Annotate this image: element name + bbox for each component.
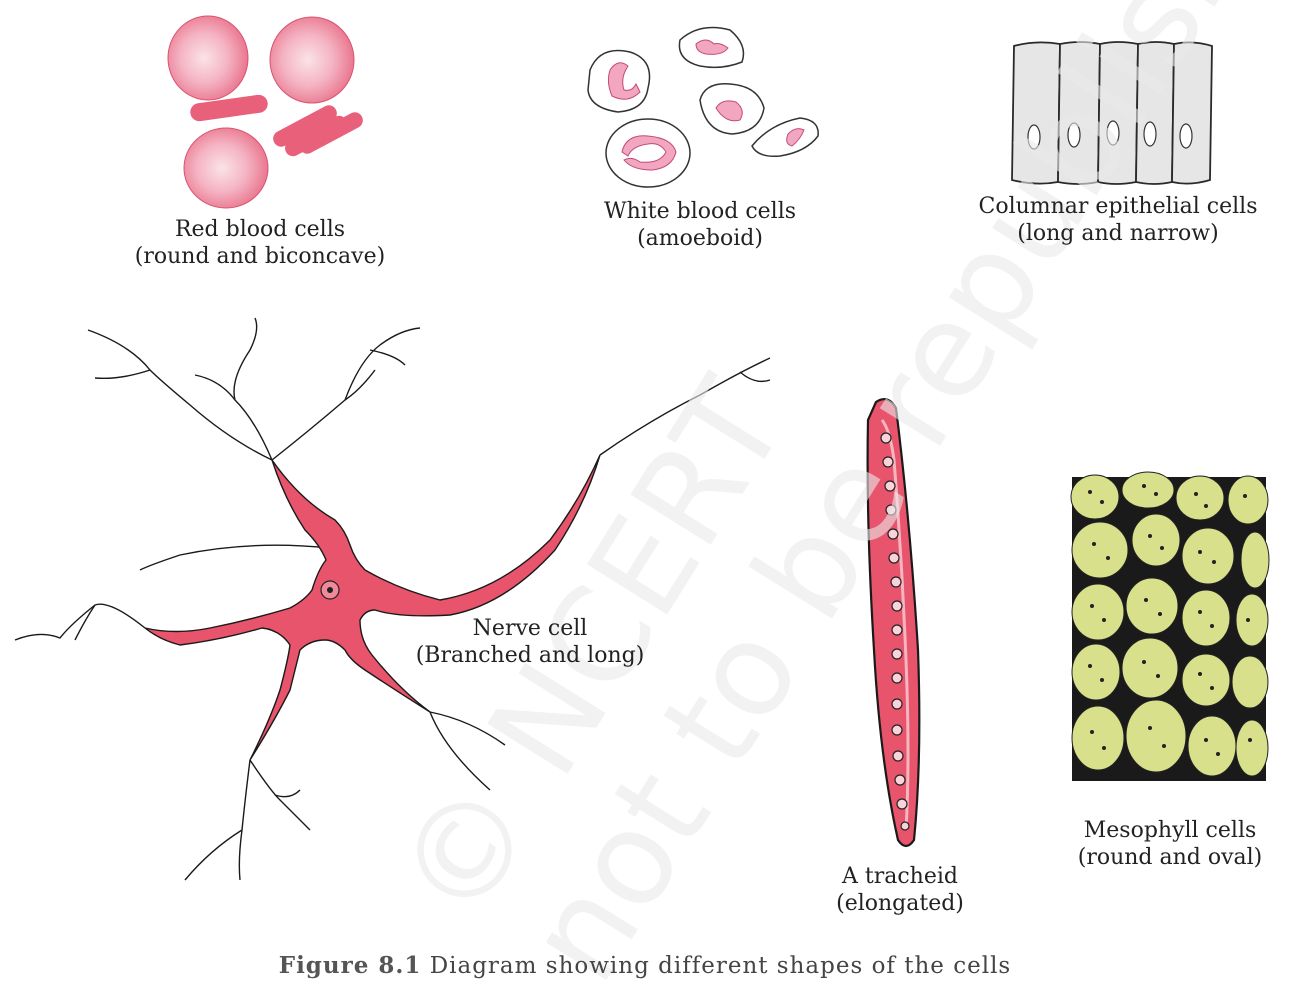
label-title: Red blood cells [174, 217, 346, 242]
wbc-nucleus [621, 135, 677, 171]
columnar-nucleus [1143, 121, 1157, 147]
label-subtitle: (amoeboid) [637, 226, 763, 251]
white-blood-cells-illustration [587, 26, 819, 188]
tracheid-cell [866, 397, 921, 848]
mesophyll-illustration [1070, 471, 1270, 781]
columnar-cell [1011, 41, 1061, 185]
columnar-nucleus [1179, 123, 1193, 149]
label-title: Columnar epithelial cells [978, 194, 1258, 219]
label-subtitle: (round and oval) [1077, 845, 1263, 870]
label-subtitle: (Branched and long) [415, 643, 645, 668]
nerve-cell-illustration [14, 317, 771, 881]
rbc-side-view [273, 105, 337, 147]
rbc-disc [269, 16, 355, 104]
wbc-nucleus [715, 100, 743, 122]
columnar-cell [1135, 41, 1175, 185]
label-subtitle: (long and narrow) [1017, 221, 1219, 246]
tracheid-illustration [866, 397, 921, 848]
figure-number: Figure 8.1 [278, 952, 422, 979]
red-blood-cells-label: Red blood cells (round and biconcave) [95, 216, 425, 270]
white-blood-cells-label: White blood cells (amoeboid) [560, 198, 840, 252]
wbc-cell [751, 117, 819, 158]
columnar-cell [1057, 41, 1101, 185]
wbc-cell [605, 118, 691, 188]
nerve-cell-body [144, 454, 601, 761]
red-blood-cells-illustration [167, 15, 363, 209]
columnar-epithelial-illustration [1011, 41, 1213, 185]
mesophyll-label: Mesophyll cells (round and oval) [1050, 817, 1290, 871]
columnar-cell [1171, 41, 1213, 185]
label-title: Mesophyll cells [1083, 818, 1257, 843]
rbc-disc [183, 127, 269, 209]
columnar-nucleus [1106, 120, 1120, 146]
columnar-nucleus [1067, 122, 1081, 148]
nerve-cell-label: Nerve cell (Branched and long) [390, 615, 670, 669]
label-title: Nerve cell [472, 616, 588, 641]
columnar-nucleus [1027, 124, 1041, 150]
wbc-nucleus [786, 128, 805, 147]
rbc-side-view [299, 112, 363, 154]
wbc-nucleus [607, 62, 641, 100]
columnar-epithelial-label: Columnar epithelial cells (long and narr… [950, 193, 1286, 247]
label-title: White blood cells [603, 199, 797, 224]
rbc-disc [167, 15, 249, 101]
caption-text: Diagram showing different shapes of the … [429, 953, 1012, 979]
label-title: A tracheid [842, 864, 958, 889]
figure-caption: Figure 8.1 Diagram showing different sha… [0, 952, 1290, 979]
tracheid-label: A tracheid (elongated) [790, 863, 1010, 917]
rbc-side-view [190, 94, 268, 122]
label-subtitle: (elongated) [836, 891, 964, 916]
columnar-cell [1097, 41, 1139, 185]
label-subtitle: (round and biconcave) [134, 244, 386, 269]
wbc-nucleus [695, 39, 729, 55]
